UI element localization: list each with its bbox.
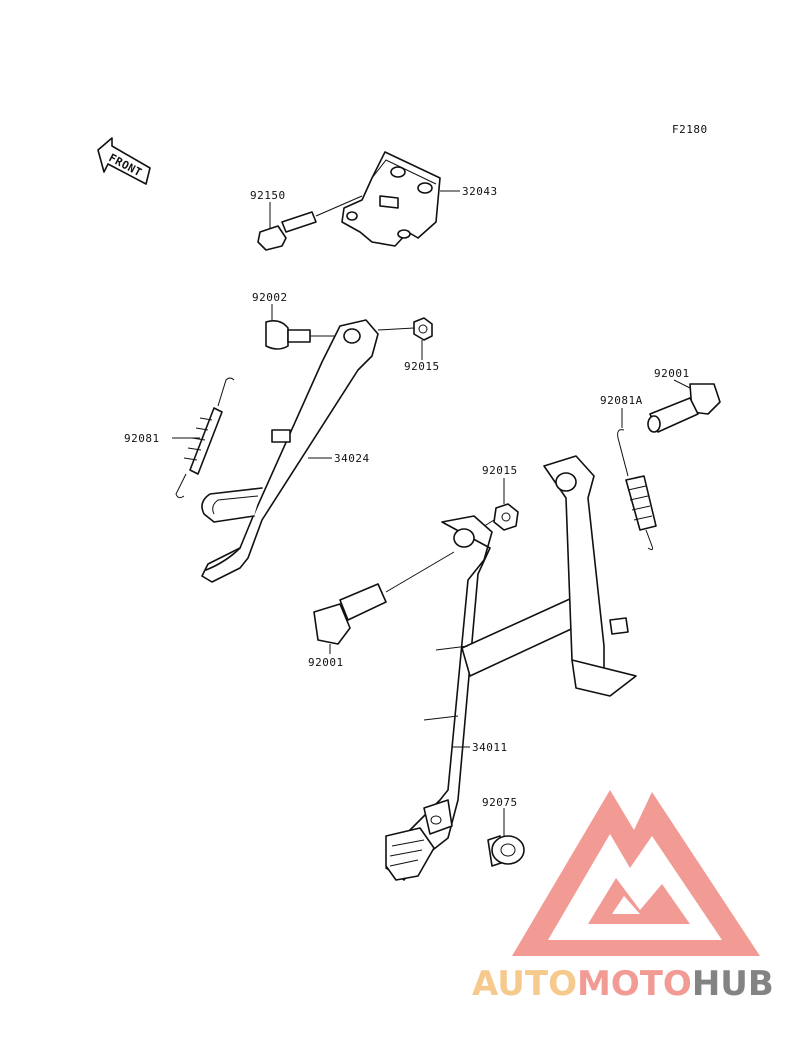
watermark-hub: HUB: [692, 964, 774, 1004]
spring-92081: [175, 377, 235, 499]
side-stand-34024: [201, 319, 379, 583]
bolt-92002: [265, 320, 336, 350]
svg-text:32043: 32043: [462, 185, 498, 198]
svg-text:34011: 34011: [472, 741, 508, 754]
label-92001-upper: 92001: [654, 367, 691, 389]
watermark-auto: AUTO: [472, 964, 577, 1004]
svg-text:92075: 92075: [482, 796, 518, 809]
svg-text:34024: 34024: [334, 452, 370, 465]
watermark-logo: AUTOMOTOHUB: [472, 790, 774, 1004]
label-92075: 92075: [482, 796, 518, 836]
svg-text:92150: 92150: [250, 189, 286, 202]
label-92002: 92002: [252, 291, 288, 320]
label-34011: 34011: [452, 741, 508, 754]
svg-text:92002: 92002: [252, 291, 288, 304]
bracket-32043: [341, 151, 441, 247]
label-92081: 92081: [124, 432, 200, 445]
watermark-moto: MOTO: [577, 964, 692, 1004]
svg-text:92001: 92001: [308, 656, 344, 669]
label-92150: 92150: [250, 189, 286, 228]
nut-92015-lower: [477, 503, 519, 531]
label-92001-lower: 92001: [308, 644, 344, 669]
label-34024: 34024: [308, 452, 370, 465]
bolt-92001-lower: [313, 551, 455, 645]
label-92081A: 92081A: [600, 394, 643, 428]
figure-code: F2180: [672, 123, 708, 136]
svg-text:92015: 92015: [482, 464, 518, 477]
washer-92075: [487, 835, 525, 867]
nut-92015-upper: [377, 317, 433, 341]
watermark-text: AUTOMOTOHUB: [472, 964, 774, 1004]
bolt-92001-upper: [647, 383, 721, 433]
svg-text:92081: 92081: [124, 432, 160, 445]
bolt-92150: [257, 195, 363, 251]
label-92015-lower: 92015: [482, 464, 518, 504]
center-stand-34011: [385, 455, 637, 881]
label-32043: 32043: [440, 185, 498, 198]
spring-92081A: [617, 429, 657, 551]
svg-text:92015: 92015: [404, 360, 440, 373]
label-92015-upper: 92015: [404, 340, 440, 373]
front-arrow-icon: FRONT: [97, 137, 151, 185]
svg-text:92001: 92001: [654, 367, 690, 380]
svg-text:92081A: 92081A: [600, 394, 643, 407]
